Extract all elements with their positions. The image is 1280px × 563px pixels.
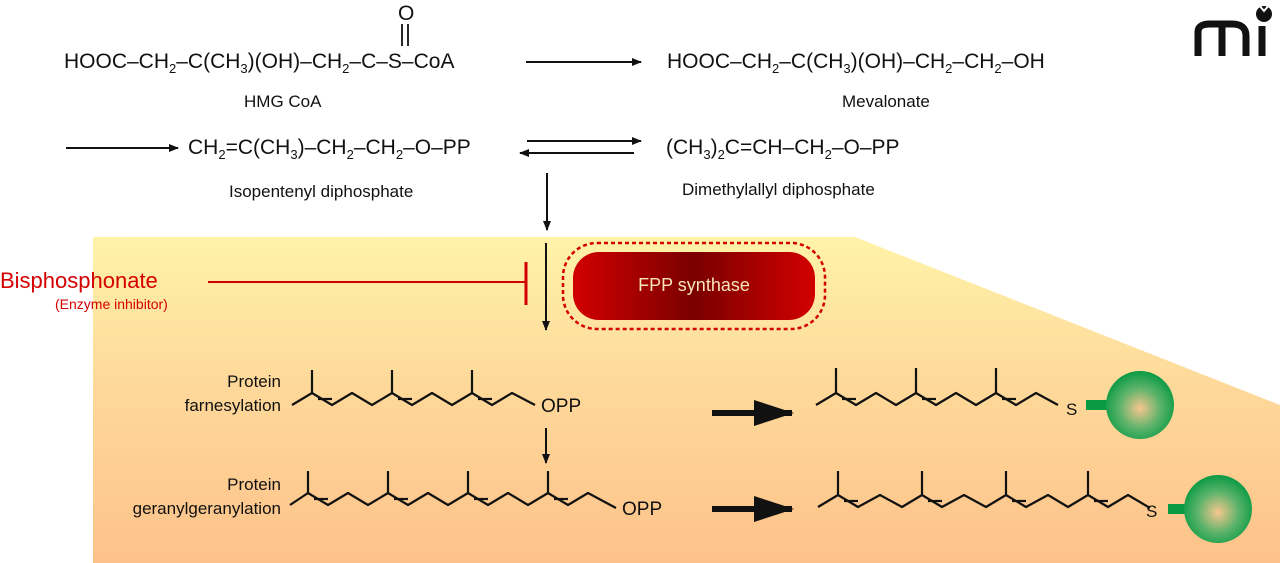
geranylgeranyl-opp: OPP bbox=[622, 499, 663, 520]
formula-part: –C–S–CoA bbox=[349, 50, 455, 73]
enzyme-name: FPP synthase bbox=[638, 275, 750, 295]
subscript: 3 bbox=[843, 61, 851, 76]
subscript: 3 bbox=[290, 147, 298, 162]
carbonyl-oxygen: O bbox=[398, 2, 415, 25]
formula-part: =C(CH bbox=[225, 136, 291, 159]
formula-part: –OH bbox=[1001, 50, 1045, 73]
farnesyl-diphosphate-structure bbox=[291, 370, 536, 407]
subscript: 2 bbox=[346, 147, 354, 162]
inhibitor-name: Bisphosphonate bbox=[0, 268, 158, 293]
formula-part: –C(CH bbox=[779, 50, 844, 73]
subscript: 2 bbox=[218, 147, 226, 162]
label-line-2: farnesylation bbox=[184, 396, 281, 415]
subscript: 3 bbox=[240, 61, 248, 76]
geranylgeranylated-protein-structure bbox=[817, 471, 1151, 509]
protein-link-geranylgeranyl bbox=[1168, 504, 1190, 514]
subscript: 2 bbox=[342, 61, 350, 76]
protein-ball-farnesyl bbox=[1106, 371, 1174, 439]
subscript: 2 bbox=[945, 61, 953, 76]
formula-part: ) bbox=[710, 136, 718, 159]
formula-part: –CH bbox=[952, 50, 995, 73]
formula-part: )(OH)–CH bbox=[850, 50, 946, 73]
label-line-1: Protein bbox=[227, 475, 281, 494]
gradient-panel bbox=[93, 237, 1280, 563]
protein-ball-geranylgeranyl bbox=[1184, 475, 1252, 543]
inhibitor-role: (Enzyme inhibitor) bbox=[55, 296, 168, 312]
molecular-interventions-logo bbox=[1194, 3, 1272, 56]
formula-part: HOOC–CH bbox=[667, 50, 773, 73]
farnesyl-opp: OPP bbox=[541, 396, 582, 417]
hmg-coa-formula: HOOC–CH2–C(CH3)(OH)–CH2–C–S–CoA bbox=[64, 50, 455, 76]
subscript: 2 bbox=[772, 61, 780, 76]
hmg-coa-label: HMG CoA bbox=[244, 92, 322, 111]
formula-part: C=CH–CH bbox=[724, 136, 825, 159]
formula-part: CH bbox=[188, 136, 219, 159]
farnesyl-sulfur: S bbox=[1066, 400, 1078, 419]
farnesylated-protein-structure bbox=[815, 368, 1059, 407]
subscript: 2 bbox=[169, 61, 177, 76]
formula-part: )–CH bbox=[297, 136, 347, 159]
ipp-label: Isopentenyl diphosphate bbox=[229, 182, 414, 201]
formula-part: –CH bbox=[353, 136, 396, 159]
subscript: 2 bbox=[395, 147, 404, 162]
subscript: 3 bbox=[703, 147, 711, 162]
geranylgeranyl-sulfur: S bbox=[1146, 502, 1158, 521]
protein-link-farnesyl bbox=[1086, 400, 1108, 410]
formula-part: –O–PP bbox=[403, 136, 471, 159]
dmapp-formula: (CH3)2C=CH–CH2–O–PP bbox=[666, 136, 900, 162]
enzyme-capsule bbox=[573, 252, 815, 320]
subscript: 2 bbox=[994, 61, 1002, 76]
mevalonate-label: Mevalonate bbox=[842, 92, 930, 111]
farnesylation-label: Protein farnesylation bbox=[150, 370, 281, 418]
geranylgeranylation-label: Protein geranylgeranylation bbox=[80, 473, 281, 521]
formula-part: –O–PP bbox=[831, 136, 900, 159]
formula-part: (CH bbox=[666, 136, 704, 159]
ipp-formula: CH2=C(CH3)–CH2–CH2–O–PP bbox=[188, 136, 471, 162]
subscript: 2 bbox=[717, 147, 725, 162]
enzyme-outline bbox=[561, 241, 827, 331]
subscript: 2 bbox=[824, 147, 832, 162]
label-line-1: Protein bbox=[227, 372, 281, 391]
label-line-2: geranylgeranylation bbox=[132, 499, 281, 518]
formula-part: –C(CH bbox=[176, 50, 241, 73]
dmapp-label: Dimethylallyl diphosphate bbox=[682, 180, 875, 199]
formula-part: )(OH)–CH bbox=[247, 50, 343, 73]
mevalonate-formula: HOOC–CH2–C(CH3)(OH)–CH2–CH2–OH bbox=[667, 50, 1045, 76]
formula-part: HOOC–CH bbox=[64, 50, 170, 73]
geranylgeranyl-diphosphate-structure bbox=[289, 471, 617, 509]
